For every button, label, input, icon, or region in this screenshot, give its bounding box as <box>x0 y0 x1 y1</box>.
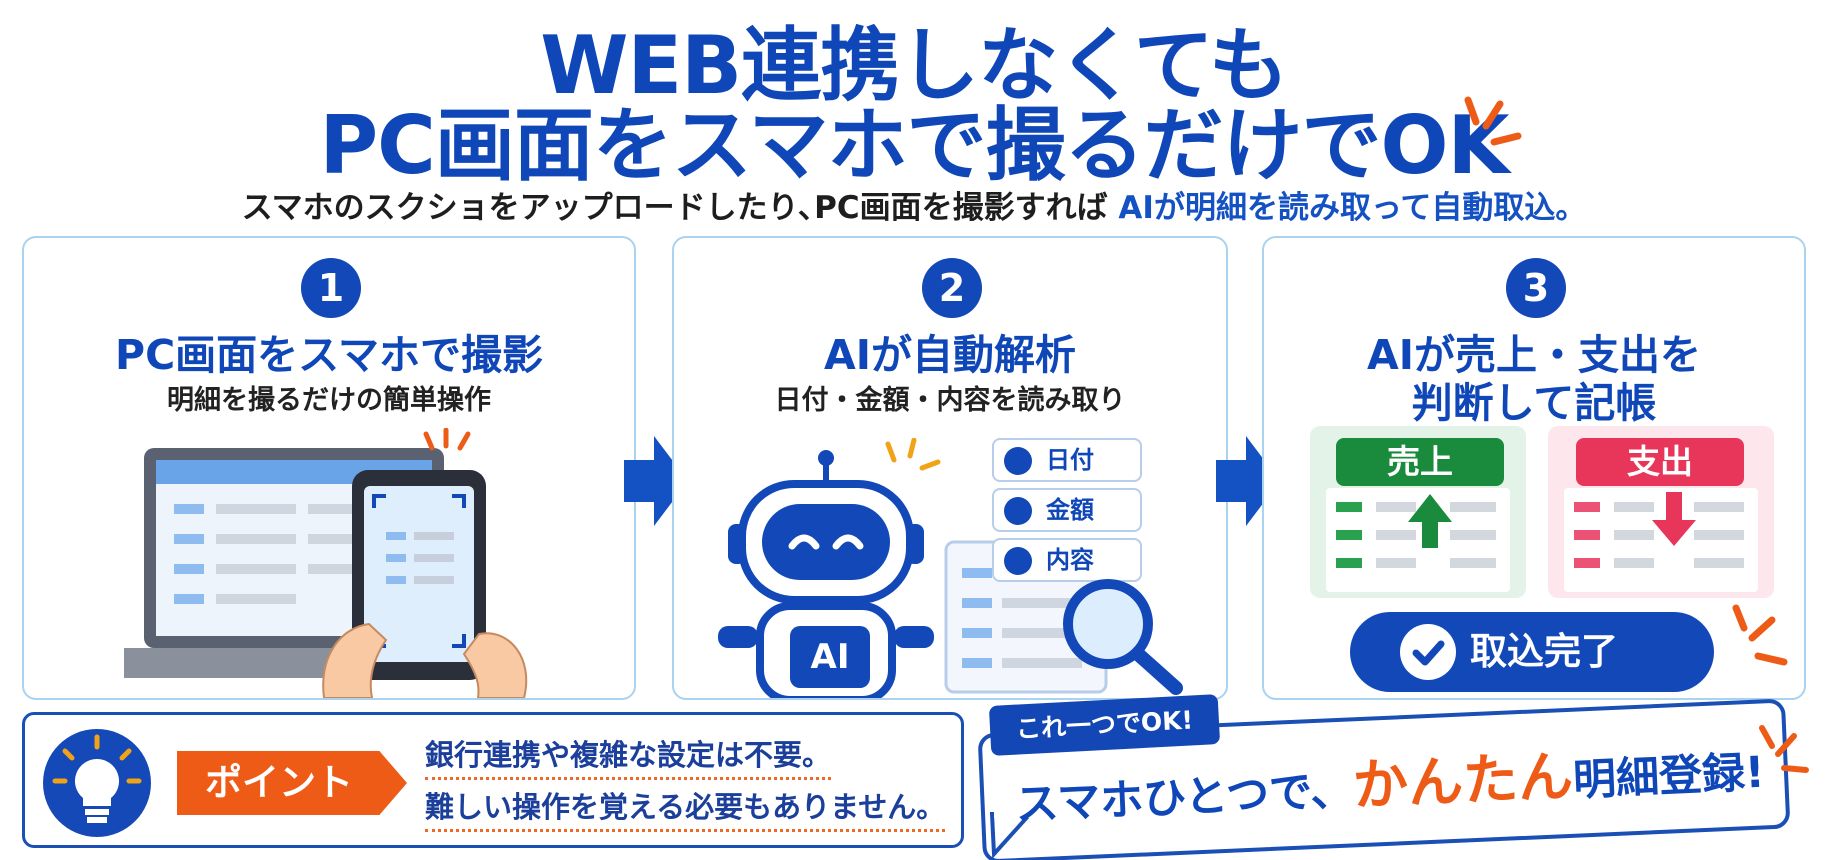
chip-amount-label: 金額 <box>1046 496 1094 524</box>
point-line-1: 銀行連携や複雑な設定は不要。 <box>425 735 832 780</box>
step-card-1: 1 PC画面をスマホで撮影 明細を撮るだけの簡単操作 <box>22 236 636 700</box>
chip-date-label: 日付 <box>1046 446 1094 474</box>
step-number-1: 1 <box>301 258 361 318</box>
step-title-3-line-1: AIが売上・支出を <box>1367 331 1701 379</box>
check-icon <box>1004 547 1032 575</box>
sales-label: 売上 <box>1336 438 1504 486</box>
magnifier-icon <box>1063 579 1183 695</box>
headline-line-1: WEB連携しなくても <box>540 19 1288 112</box>
headline-line-2: PC画面をスマホで撮るだけでOK <box>319 99 1510 192</box>
arrow-right-icon <box>1216 436 1280 526</box>
laptop-and-phone-illustration <box>124 428 528 698</box>
check-circle-icon <box>1400 624 1456 680</box>
step-card-3: 3 AIが売上・支出を 判断して記帳 売上 支出 <box>1262 236 1806 700</box>
lightbulb-icon <box>52 734 142 823</box>
expense-label: 支出 <box>1576 438 1744 486</box>
step-title-3-line-2: 判断して記帳 <box>1411 379 1657 427</box>
sparkle-lines-icon <box>885 438 941 471</box>
check-icon <box>1004 447 1032 475</box>
step-subtitle-1: 明細を撮るだけの簡単操作 <box>167 385 491 416</box>
check-icon <box>1004 497 1032 525</box>
burst-lines-icon <box>1732 604 1788 666</box>
step-card-2: 2 AIが自動解析 日付・金額・内容を読み取り AI 日付 金額 内容 <box>672 236 1228 700</box>
point-tag: ポイント <box>177 751 407 815</box>
subtitle-main: スマホのスクショをアップロードしたり､PC画面を撮影すれば <box>241 190 1108 226</box>
bubble-tail <box>989 810 1035 858</box>
point-line-2: 難しい操作を覚える必要もありません。 <box>425 787 946 832</box>
burst-lines-icon <box>1464 96 1522 146</box>
bubble-text-after: 明細登録! <box>1572 747 1766 806</box>
expense-ledger-icon <box>1564 488 1758 592</box>
sales-ledger-icon <box>1326 488 1510 592</box>
bubble-text-accent: かんたん <box>1351 744 1575 818</box>
step-number-2: 2 <box>922 258 982 318</box>
step-subtitle-2: 日付・金額・内容を読み取り <box>774 385 1126 416</box>
chip-content: 内容 <box>992 538 1142 582</box>
step-title-1: PC画面をスマホで撮影 <box>115 331 543 379</box>
chip-date: 日付 <box>992 438 1142 482</box>
subtitle: スマホのスクショをアップロードしたり､PC画面を撮影すれば AIが明細を読み取っ… <box>0 188 1828 228</box>
chip-amount: 金額 <box>992 488 1142 532</box>
step-title-2: AIが自動解析 <box>824 331 1076 379</box>
point-box: ポイント 銀行連携や複雑な設定は不要。 難しい操作を覚える必要もありません。 <box>22 712 964 848</box>
chip-content-label: 内容 <box>1046 546 1094 574</box>
robot-badge: AI <box>790 626 870 688</box>
step-number-3: 3 <box>1506 258 1566 318</box>
bubble-text-before: スマホひとつで、 <box>1014 765 1355 831</box>
arrow-right-icon <box>624 436 688 526</box>
subtitle-highlight: AIが明細を読み取って自動取込。 <box>1118 190 1587 226</box>
bulb-badge <box>43 729 151 837</box>
burst-lines-icon <box>1759 725 1809 773</box>
